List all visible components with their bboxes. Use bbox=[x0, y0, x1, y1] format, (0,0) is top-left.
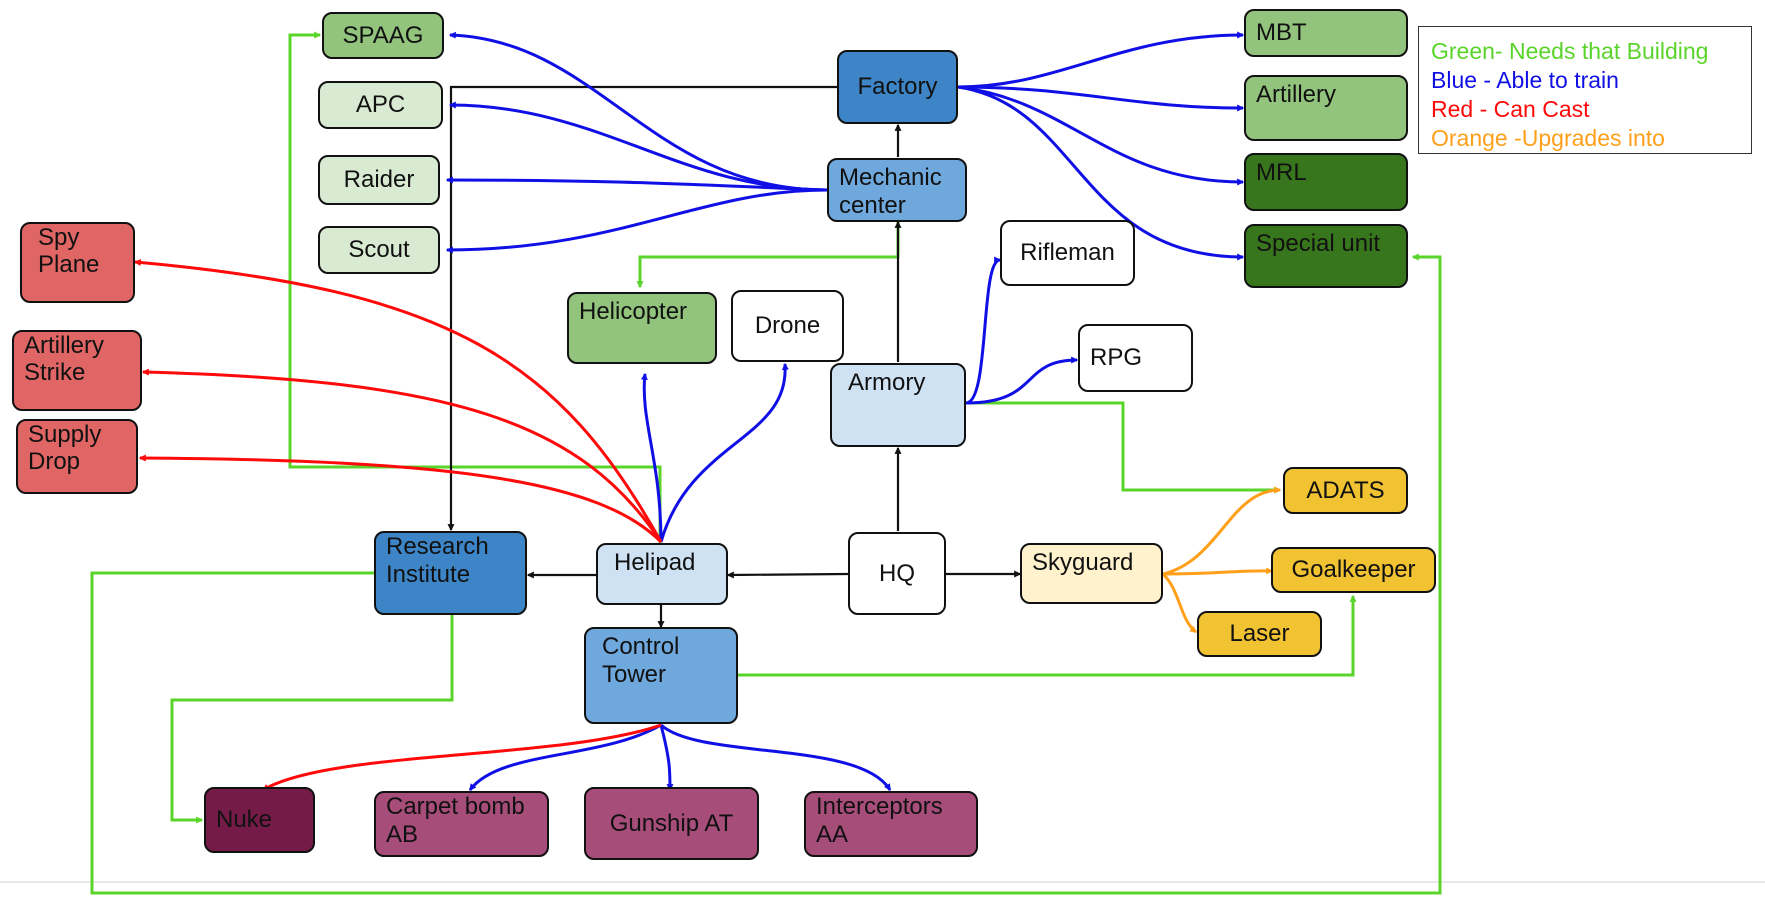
node-interceptors-aa: Interceptors AA bbox=[804, 791, 978, 857]
node-rpg: RPG bbox=[1078, 324, 1193, 392]
node-raider: Raider bbox=[318, 155, 440, 205]
legend: Green- Needs that Building Blue - Able t… bbox=[1418, 26, 1752, 154]
node-armory: Armory bbox=[830, 363, 966, 447]
edge-controltower-to-goalkeeper bbox=[738, 594, 1357, 677]
edge-mechanic-to-scout bbox=[445, 188, 828, 254]
edge-helipad-to-drone bbox=[659, 362, 789, 543]
edge-factory-to-mbt bbox=[957, 31, 1245, 89]
node-adats: ADATS bbox=[1283, 467, 1408, 514]
edge-controltower-to-nuke bbox=[261, 723, 662, 792]
node-spaag: SPAAG bbox=[322, 12, 444, 59]
node-laser: Laser bbox=[1197, 611, 1322, 657]
node-hq: HQ bbox=[848, 532, 946, 615]
node-skyguard: Skyguard bbox=[1020, 543, 1163, 604]
edge-helipad-to-supplydrop bbox=[138, 454, 663, 544]
edge-research-to-nuke bbox=[170, 615, 454, 824]
node-artillery-strike: Artillery Strike bbox=[12, 330, 142, 411]
node-spy-plane: Spy Plane bbox=[20, 222, 135, 303]
node-helicopter: Helicopter bbox=[567, 292, 717, 364]
node-carpet-bomb-ab: Carpet bomb AB bbox=[374, 791, 549, 857]
node-goalkeeper: Goalkeeper bbox=[1271, 547, 1436, 593]
node-scout: Scout bbox=[318, 226, 440, 274]
edge-mechanic-to-raider bbox=[445, 176, 828, 192]
blue-edges bbox=[445, 31, 1245, 792]
legend-orange: Orange -Upgrades into bbox=[1431, 125, 1665, 151]
node-drone: Drone bbox=[731, 290, 844, 362]
edge-skyguard-to-laser bbox=[1161, 572, 1197, 634]
red-edges bbox=[133, 259, 663, 792]
node-gunship-at: Gunship AT bbox=[584, 787, 759, 860]
edge-helipad-to-artillerystrike bbox=[141, 368, 663, 543]
edge-armory-to-rpg bbox=[965, 356, 1079, 405]
green-edges bbox=[90, 31, 1442, 895]
edge-armory-to-rifleman bbox=[965, 256, 1002, 405]
edge-research-to-specialunit bbox=[90, 253, 1442, 895]
edge-helipad-to-spyplane bbox=[133, 259, 663, 543]
edge-skyguard-to-goalkeeper bbox=[1162, 567, 1274, 576]
edge-mechanic-to-apc bbox=[448, 101, 828, 192]
edge-helipad-to-helicopter bbox=[640, 372, 663, 543]
edge-mechanic-to-spaag bbox=[448, 31, 828, 192]
node-research-institute: Research Institute bbox=[374, 531, 527, 615]
edge-factory-to-specialunit bbox=[957, 85, 1245, 261]
node-mechanic-center: Mechanic center bbox=[827, 158, 967, 222]
edge-armory-to-adats bbox=[966, 401, 1282, 494]
node-rifleman: Rifleman bbox=[1000, 220, 1135, 286]
node-nuke: Nuke bbox=[204, 787, 315, 853]
node-supply-drop: Supply Drop bbox=[16, 419, 138, 494]
node-apc: APC bbox=[318, 81, 443, 129]
edge-mechanic-to-helicopter bbox=[636, 222, 900, 289]
orange-edges bbox=[1161, 486, 1282, 634]
node-special-unit: Special unit bbox=[1244, 224, 1408, 288]
edge-hq-to-helipad bbox=[726, 571, 849, 579]
node-factory: Factory bbox=[837, 50, 958, 124]
legend-blue: Blue - Able to train bbox=[1431, 67, 1619, 93]
node-helipad: Helipad bbox=[596, 543, 728, 605]
edge-controltower-to-interceptors bbox=[660, 723, 892, 791]
edge-skyguard-to-adats bbox=[1162, 486, 1282, 576]
edge-factory-to-research bbox=[447, 85, 837, 532]
node-control-tower: Control Tower bbox=[584, 627, 738, 724]
edge-controltower-to-carpetbomb bbox=[468, 723, 662, 791]
legend-red: Red - Can Cast bbox=[1431, 96, 1590, 122]
edge-factory-to-artillery bbox=[957, 85, 1245, 112]
edge-controltower-to-gunship bbox=[659, 724, 674, 792]
node-artillery: Artillery bbox=[1244, 75, 1408, 141]
black-edges bbox=[447, 85, 1022, 629]
node-mbt: MBT bbox=[1244, 9, 1408, 57]
edge-factory-to-mrl bbox=[957, 85, 1245, 186]
node-mrl: MRL bbox=[1244, 153, 1408, 211]
legend-green: Green- Needs that Building bbox=[1431, 38, 1709, 64]
